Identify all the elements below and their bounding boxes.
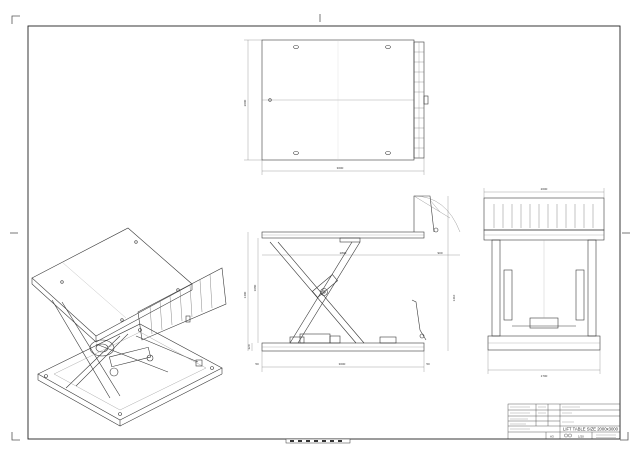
side-total-height-dim: 1400 — [243, 291, 247, 298]
front-base-width-dim: 1700 — [541, 374, 548, 378]
side-height-dim: 1080 — [253, 284, 257, 291]
title-block — [507, 403, 621, 440]
side-toe-right-dim: 50 — [426, 362, 430, 366]
side-ramp-dim: 900 — [437, 251, 442, 255]
side-view — [247, 195, 461, 372]
front-view — [483, 188, 605, 374]
plan-width-dim: 2000 — [243, 99, 247, 106]
scale-strip — [285, 438, 351, 444]
drawing-scale: 1/20 — [578, 435, 584, 439]
drawing-title: LIFT TABLE SIZE 2000x3000 — [563, 427, 619, 432]
sheet-size: A3 — [550, 435, 554, 439]
side-ramp-height-dim: 1410 — [452, 294, 456, 301]
side-lowered-dim: 320 — [247, 344, 251, 349]
side-toe-left-dim: 50 — [255, 362, 259, 366]
drawing-frame — [27, 25, 621, 440]
plan-view — [244, 39, 429, 175]
plan-length-dim: 3000 — [337, 166, 344, 170]
corner-marks — [10, 14, 630, 441]
side-length-dim: 3000 — [339, 362, 346, 366]
isometric-view — [31, 227, 227, 427]
side-span-dim: 2800 — [340, 251, 347, 255]
front-width-dim: 2000 — [541, 187, 548, 191]
